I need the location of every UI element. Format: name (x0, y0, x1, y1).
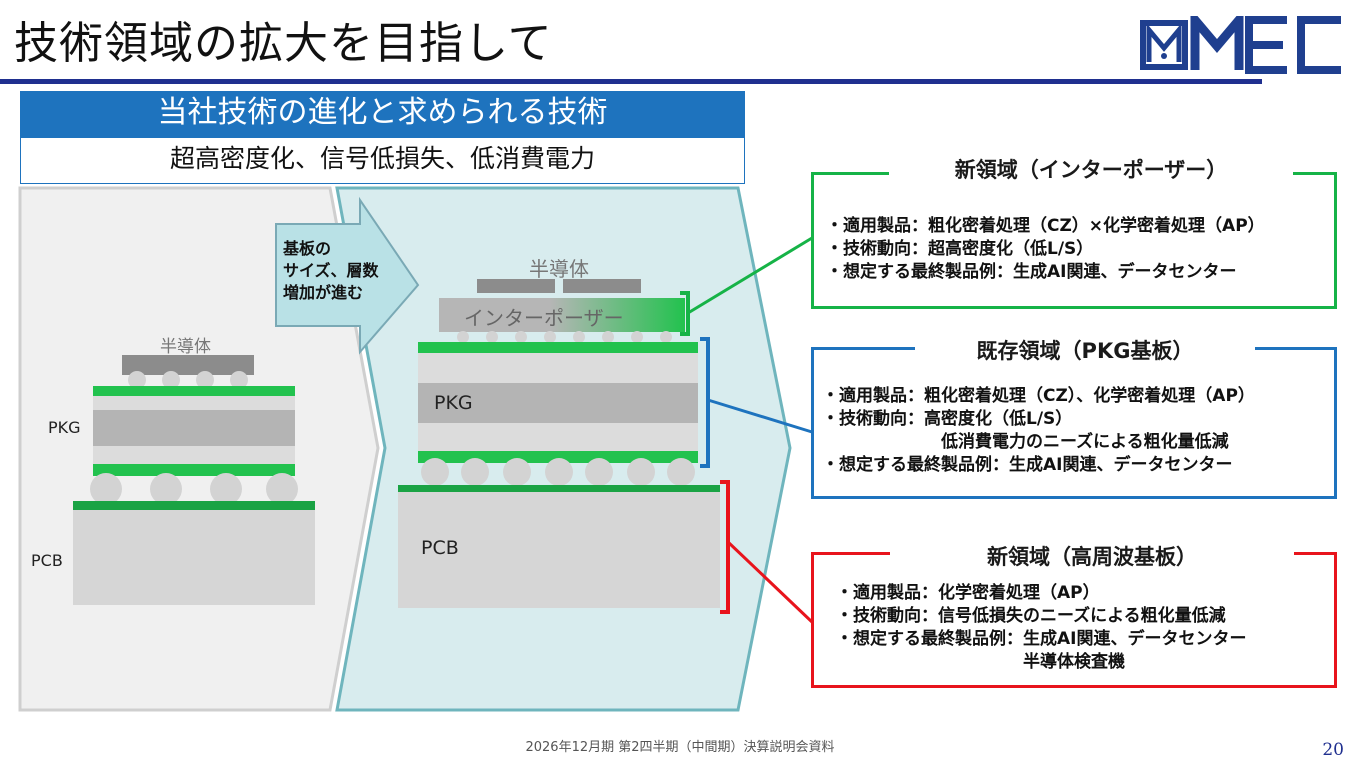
left-pcb (73, 510, 315, 605)
high-frequency-domain-title: 新領域（高周波基板） (890, 543, 1294, 571)
detail-line: ・適用製品：粗化密着処理（CZ）、化学密着処理（AP） (822, 386, 1255, 406)
right-semiconductor-die-1 (477, 279, 555, 293)
left-pcb-label: PCB (31, 551, 63, 570)
interposer-bumps (457, 331, 672, 343)
right-pcb-label: PCB (421, 537, 459, 559)
left-micro-bumps (128, 371, 248, 389)
detail-line: ・適用製品：粗化密着処理（CZ）×化学密着処理（AP） (826, 216, 1265, 236)
detail-line: 半導体検査機 (836, 652, 1125, 672)
arrow-text-line: サイズ、層数 (283, 261, 379, 280)
section-subheading: 超高密度化、信号低損失、低消費電力 (20, 137, 745, 184)
footer-text: 2026年12月期 第2四半期（中間期）決算説明会資料 (525, 740, 835, 755)
detail-line: ・技術動向：超高密度化（低L/S） (826, 239, 1094, 259)
company-logo (1137, 16, 1343, 74)
right-pcb (398, 492, 720, 608)
detail-line: ・技術動向：高密度化（低L/S） (822, 409, 1073, 429)
high-frequency-domain-box (811, 552, 1337, 688)
section-heading: 当社技術の進化と求められる技術 (20, 91, 745, 137)
detail-line: 低消費電力のニーズによる粗化量低減 (822, 432, 1229, 452)
interposer-domain-details: ・適用製品：粗化密着処理（CZ）×化学密着処理（AP） ・技術動向：超高密度化（… (826, 215, 1265, 284)
right-semiconductor-label: 半導体 (529, 257, 589, 281)
right-solder-balls (421, 458, 695, 486)
left-solder-balls (90, 473, 298, 505)
right-pkg-label: PKG (434, 392, 473, 414)
right-semiconductor-die-2 (563, 279, 641, 293)
left-semiconductor-label: 半導体 (160, 337, 211, 357)
detail-line: ・想定する最終製品例：生成AI関連、データセンター (826, 262, 1237, 282)
arrow-text-line: 増加が進む (283, 283, 364, 302)
left-pkg-label: PKG (48, 418, 81, 437)
interposer-label: インターポーザー (464, 306, 624, 330)
detail-line: ・想定する最終製品例：生成AI関連、データセンター (836, 629, 1247, 649)
detail-line: ・想定する最終製品例：生成AI関連、データセンター (822, 455, 1233, 475)
detail-line: ・技術動向：信号低損失のニーズによる粗化量低減 (836, 606, 1226, 626)
detail-line: ・適用製品：化学密着処理（AP） (836, 583, 1100, 603)
interposer-domain-title: 新領域（インターポーザー） (889, 156, 1293, 184)
page-number: 20 (1322, 740, 1344, 760)
arrow-text-line: 基板の (283, 239, 332, 258)
title-divider (0, 79, 1262, 84)
growth-arrow-text: 基板の サイズ、層数 増加が進む (283, 238, 379, 304)
high-frequency-domain-details: ・適用製品：化学密着処理（AP） ・技術動向：信号低損失のニーズによる粗化量低減… (836, 582, 1246, 674)
interposer-layer (439, 298, 685, 332)
pkg-domain-title: 既存領域（PKG基板） (915, 337, 1255, 365)
page-title: 技術領域の拡大を目指して (14, 18, 553, 69)
growth-arrow-icon (275, 196, 420, 355)
pkg-domain-details: ・適用製品：粗化密着処理（CZ）、化学密着処理（AP） ・技術動向：高密度化（低… (822, 385, 1255, 477)
interposer-domain-box (811, 172, 1337, 309)
left-semiconductor-die (122, 355, 254, 375)
